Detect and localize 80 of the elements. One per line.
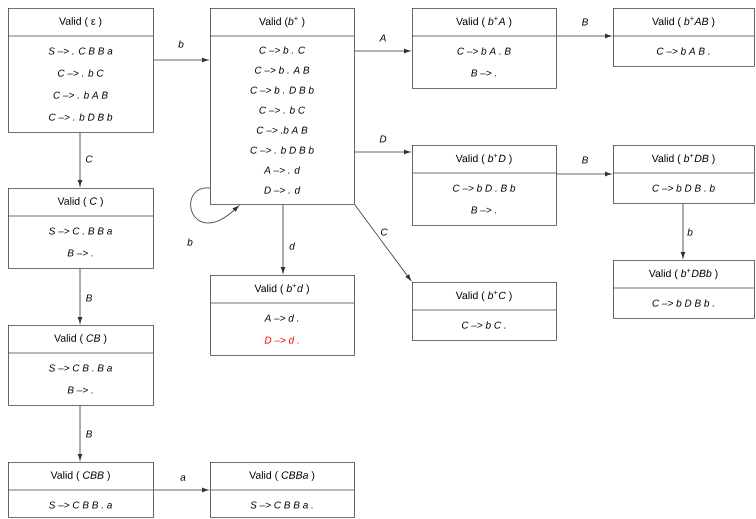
production-rule: A –> . d	[264, 166, 300, 174]
state-box	[412, 282, 557, 341]
state-heading: Valid ( b$^{+}$DB )	[652, 154, 715, 164]
edge-label: d	[288, 241, 296, 251]
state-heading: Valid ( C )	[58, 197, 103, 207]
production-rule: C –> b D B b .	[652, 299, 714, 307]
arrow	[280, 204, 286, 274]
edge-label: A	[378, 34, 388, 42]
edge-label: D	[378, 134, 388, 144]
arrow	[78, 132, 82, 186]
state-box	[210, 462, 355, 518]
arrow	[354, 48, 410, 54]
arrow	[153, 488, 208, 492]
state-box	[612, 260, 755, 319]
state-heading: Valid ( b$^{+}$d )	[254, 284, 309, 294]
state-box	[612, 8, 755, 67]
state-heading: Valid ( CBB )	[50, 471, 110, 481]
production-rule: A –> d .	[264, 314, 298, 322]
state-box	[412, 145, 557, 226]
state-heading: Valid ( b$^{+}$A )	[456, 16, 512, 28]
arrow	[354, 204, 412, 281]
production-rule: C –> . b D B b	[250, 146, 314, 154]
state-box	[210, 275, 355, 356]
production-rule: B –> .	[471, 70, 496, 76]
state-box	[612, 145, 755, 204]
arrow	[78, 405, 82, 460]
state-heading: Valid ( ε )	[59, 17, 102, 27]
production-rule: C –> . b A B	[54, 91, 108, 99]
edge-label: B	[580, 18, 590, 26]
production-rule: B –> .	[68, 250, 92, 256]
production-rule: C –> . b C	[58, 69, 104, 77]
production-rule: S –> C B B a .	[250, 501, 313, 509]
arrow	[556, 34, 612, 38]
arrow	[190, 188, 239, 224]
edge-label: C	[84, 154, 94, 164]
arrow	[354, 150, 410, 154]
arrow	[153, 58, 208, 62]
arrow	[556, 172, 612, 176]
edge-label: B	[580, 156, 590, 164]
edge-label: B	[84, 294, 94, 302]
production-rule: C –> b . A B	[255, 66, 310, 74]
state-heading: Valid ( CB )	[54, 334, 106, 344]
production-rule: C –> b . C	[259, 46, 306, 54]
production-rule: C –> . b C	[259, 106, 306, 114]
state-box	[8, 8, 154, 133]
production-rule: S –> C B B . a	[48, 501, 112, 509]
state-box	[8, 462, 154, 518]
production-rule: C –> b D B . b	[652, 184, 715, 192]
production-rule: D –> . d	[264, 186, 300, 194]
edge-label: a	[179, 474, 187, 482]
state-heading: Valid ( b$^{+}$AB )	[652, 16, 714, 28]
state-heading: Valid ( b$^{+}$DBb )	[648, 268, 718, 280]
state-box	[8, 325, 154, 406]
state-heading: Valid ( b$^{+}$C )	[456, 290, 512, 302]
production-rule: C –> .b A B	[256, 126, 308, 134]
production-rule: S –> . C B B a	[48, 47, 112, 55]
production-rule: C –> b A . B	[457, 47, 511, 55]
production-rule: B –> .	[471, 206, 496, 214]
state-box	[8, 188, 154, 269]
edge-label: b	[177, 39, 185, 49]
production-rule: S –> C . B B a	[48, 227, 112, 235]
edge-label: b	[186, 237, 194, 247]
production-rule: D –> d .	[264, 336, 298, 344]
arrow	[680, 203, 686, 258]
state-box	[210, 8, 355, 205]
production-rule: B –> .	[68, 386, 92, 394]
production-rule: C –> b A B .	[656, 47, 710, 55]
edge-label: b	[686, 227, 694, 237]
production-rule: C –> b D . B b	[453, 184, 516, 192]
edge-label: C	[379, 227, 389, 237]
production-rule: S –> C B . B a	[48, 364, 112, 372]
arrow	[78, 268, 82, 324]
production-rule: C –> b C .	[462, 321, 506, 329]
state-heading: Valid (b$^{+}$ )	[259, 16, 304, 28]
edge-label: B	[84, 430, 94, 438]
production-rule: C –> b . D B b	[250, 86, 314, 94]
state-heading: Valid ( CBBa )	[249, 471, 314, 481]
state-heading: Valid ( b$^{+}$D )	[456, 154, 512, 164]
production-rule: C –> . b D B b	[49, 113, 112, 121]
state-box	[412, 8, 557, 89]
